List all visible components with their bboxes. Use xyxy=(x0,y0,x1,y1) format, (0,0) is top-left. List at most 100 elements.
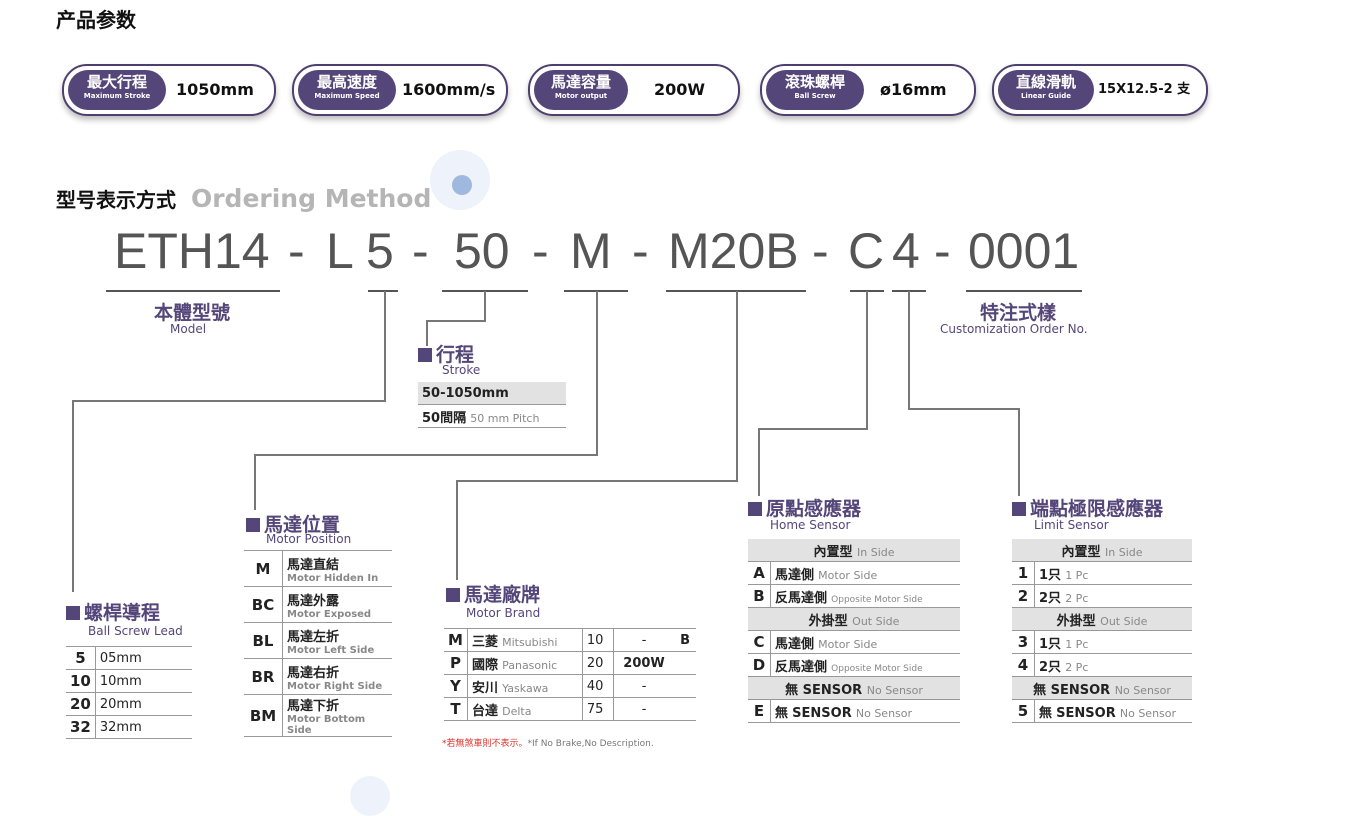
spec-label-en: Ball Screw xyxy=(794,92,836,100)
model-label: 本體型號 xyxy=(154,302,231,324)
brand-en: Panasonic xyxy=(502,658,558,672)
connector xyxy=(456,480,738,482)
position-key: BM xyxy=(244,694,283,737)
connector xyxy=(426,320,486,322)
limit-key: 4 xyxy=(1012,653,1035,677)
brand-title: 馬達廠牌 xyxy=(446,580,540,607)
spec-label-en: Maximum Speed xyxy=(314,92,380,100)
connector xyxy=(908,291,910,409)
home-none-sensor: SENSOR xyxy=(792,705,852,721)
position-key: BC xyxy=(244,586,283,623)
lead-key: 5 xyxy=(66,646,96,670)
home-key: E xyxy=(748,699,771,723)
position-en: Motor Exposed xyxy=(287,608,372,620)
stroke-range: 50-1050mm xyxy=(418,382,566,405)
limit-outside-zh: 外掛型 xyxy=(1056,613,1096,629)
spec-label: 馬達容量 xyxy=(550,73,611,91)
stroke-pitch-zh: 50間隔 xyxy=(422,410,467,426)
brand-en: Delta xyxy=(502,704,532,718)
position-zh: 馬達直結 xyxy=(287,557,340,573)
limit-none-zh: 無 xyxy=(1033,682,1047,698)
lead-title-zh: 螺桿導程 xyxy=(84,602,161,624)
model-label-en: Model xyxy=(170,322,207,336)
brand-power: - xyxy=(613,628,675,652)
stroke-pitch-en: 50 mm Pitch xyxy=(470,411,540,425)
brand-zh: 台達 xyxy=(471,703,498,719)
home-en: Motor Side xyxy=(818,637,878,651)
section-title-specs: 产品参数 xyxy=(56,8,136,32)
position-en: Motor Hidden In xyxy=(287,572,379,584)
limit-title-en: Limit Sensor xyxy=(1034,518,1109,532)
stroke-title-en: Stroke xyxy=(442,363,481,377)
home-outside-en: Out Side xyxy=(852,614,900,628)
connector xyxy=(72,400,386,402)
spec-label-en: Linear Guide xyxy=(1020,92,1072,100)
home-none-sensor: SENSOR xyxy=(802,682,863,698)
limit-key: 2 xyxy=(1012,584,1035,608)
connector xyxy=(758,428,760,496)
home-key: D xyxy=(748,653,771,677)
position-key: BR xyxy=(244,658,283,695)
spec-value: 200W xyxy=(654,80,706,99)
connector xyxy=(908,408,1020,410)
limit-nosensor-header: 無 SENSOR No Sensor xyxy=(1012,676,1192,700)
connector xyxy=(72,400,74,592)
home-outside-header: 外掛型 Out Side xyxy=(748,607,960,631)
code-part-home: C xyxy=(848,223,885,279)
limit-title: 端點極限感應器 xyxy=(1012,494,1163,521)
brand-code: 40 xyxy=(582,674,614,698)
position-en: Motor Right Side xyxy=(287,680,383,692)
connector xyxy=(484,291,486,321)
home-title: 原點感應器 xyxy=(748,494,861,521)
position-key: BL xyxy=(244,622,283,659)
spec-value: 1600mm/s xyxy=(402,80,496,99)
home-none-zh: 無 xyxy=(775,705,789,721)
limit-key: 1 xyxy=(1012,561,1035,585)
stroke-title: 行程 xyxy=(418,340,474,367)
position-en: Motor Bottom Side xyxy=(287,714,366,736)
code-part-limit: 4 xyxy=(892,223,920,279)
code-part-model: ETH14 xyxy=(114,223,270,279)
section-title-ordering: 型号表示方式 Ordering Method xyxy=(56,184,431,213)
limit-none-sensor: SENSOR xyxy=(1056,705,1116,721)
position-zh: 馬達左折 xyxy=(287,629,340,645)
connector xyxy=(736,291,738,481)
limit-zh: 1只 xyxy=(1039,567,1062,583)
brand-code: 10 xyxy=(582,628,614,652)
position-zh: 馬達下折 xyxy=(287,699,340,714)
brand-zh: 三菱 xyxy=(471,634,498,650)
bullet-square xyxy=(246,518,260,532)
brand-en: Mitsubishi xyxy=(502,635,558,649)
home-nosensor-header: 無 SENSOR No Sensor xyxy=(748,676,960,700)
limit-none-zh: 無 xyxy=(1039,705,1053,721)
connector xyxy=(426,320,428,346)
position-title-en: Motor Position xyxy=(266,532,352,546)
code-part-stroke: 50 xyxy=(454,223,510,279)
bullet-square xyxy=(1012,502,1026,516)
home-inside-en: In Side xyxy=(857,545,895,559)
lead-title-en: Ball Screw Lead xyxy=(88,624,183,638)
position-zh: 馬達右折 xyxy=(287,665,340,681)
code-part-lead-letter: L xyxy=(326,223,354,279)
home-title-en: Home Sensor xyxy=(770,518,851,532)
